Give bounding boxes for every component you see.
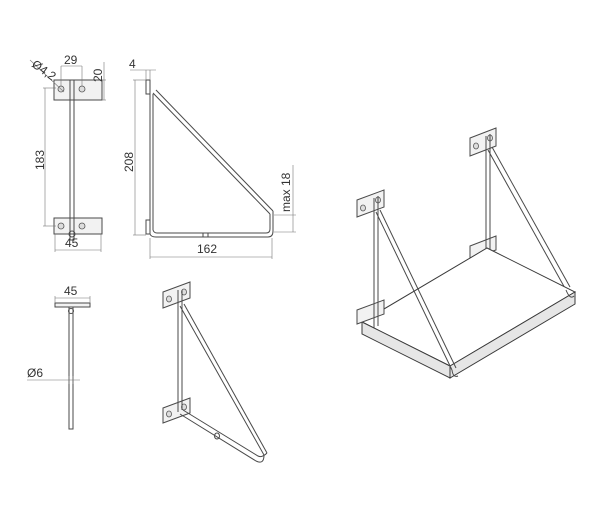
dim-max-shelf: max 18 — [279, 172, 293, 212]
side-view — [130, 69, 296, 259]
dim-plate-height: 20 — [91, 68, 105, 82]
dim-plate-width-front: 45 — [65, 236, 79, 250]
iso-shelf-assembly — [356, 127, 577, 379]
dim-depth: 162 — [197, 242, 217, 256]
dim-hole-to-hole: 183 — [33, 150, 47, 170]
dim-hole-spacing: 29 — [64, 53, 78, 67]
dim-rod-diameter: Ø6 — [27, 366, 43, 380]
top-view — [27, 296, 91, 430]
dim-thickness: 4 — [129, 57, 136, 71]
dim-height: 208 — [122, 152, 136, 172]
front-view — [29, 59, 106, 252]
dim-plate-width-top: 45 — [64, 284, 78, 298]
iso-bracket — [162, 281, 268, 463]
